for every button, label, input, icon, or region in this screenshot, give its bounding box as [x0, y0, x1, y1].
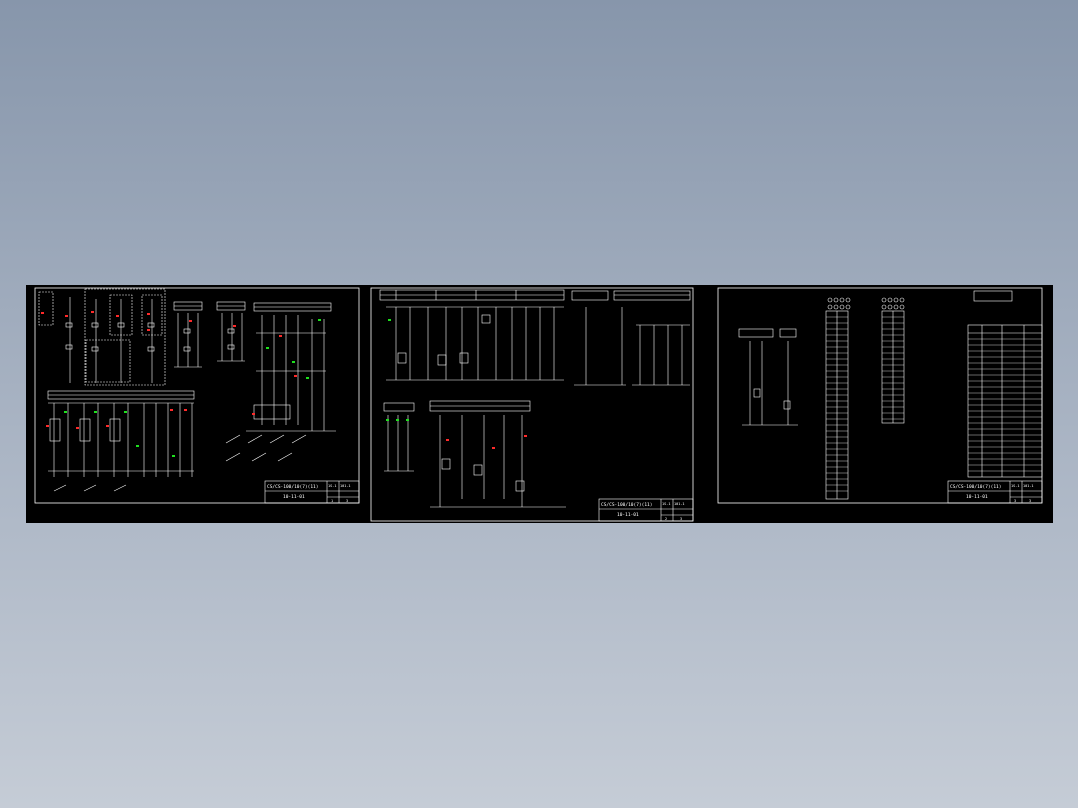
sheet-3-cell-b: 3: [1029, 499, 1031, 503]
sheet-3-label: 1S-1: [1011, 484, 1019, 488]
sheet-1-drawing-no: 10-11-01: [283, 494, 305, 500]
schematic-svg: CS/CS-100/10(7)(11) 10-11-01 1S-1 101-1 …: [34, 287, 1043, 522]
sheet-3-cell-a: 3: [1014, 499, 1016, 503]
sheet-3-drawing-no: 10-11-01: [966, 494, 988, 500]
sheet-1-title: CS/CS-100/10(7)(11): [267, 484, 318, 490]
sheet-1-title-block: CS/CS-100/10(7)(11) 10-11-01 1S-1 101-1 …: [264, 480, 360, 504]
sheet-3-schematic: [738, 290, 1043, 500]
sheet-1-highlights: [41, 311, 321, 457]
sheet-1-border: [34, 287, 360, 504]
sheet-2-cell-b: 3: [680, 517, 682, 521]
sheet-3-title: CS/CS-100/10(7)(11): [950, 484, 1001, 490]
sheet-3-code: 101-1: [1023, 484, 1034, 488]
sheet-1-schematic: [38, 288, 336, 492]
sheet-1[interactable]: CS/CS-100/10(7)(11) 10-11-01 1S-1 101-1 …: [34, 287, 360, 504]
sheet-2-code: 101-1: [674, 502, 685, 506]
sheet-3[interactable]: CS/CS-100/10(7)(11) 10-11-01 1S-1 101-1 …: [717, 287, 1043, 504]
sheet-1-cell-b: 3: [346, 499, 348, 503]
sheet-2-title-block: CS/CS-100/10(7)(11) 10-11-01 1S-1 101-1 …: [598, 498, 694, 522]
sheet-1-code: 101-1: [340, 484, 351, 488]
sheet-2-border: [370, 287, 694, 522]
sheet-3-terminal-rows: [826, 316, 1042, 492]
drawing-canvas[interactable]: CS/CS-100/10(7)(11) 10-11-01 1S-1 101-1 …: [26, 285, 1053, 523]
sheet-2-title: CS/CS-100/10(7)(11): [601, 502, 652, 508]
sheet-2[interactable]: CS/CS-100/10(7)(11) 10-11-01 1S-1 101-1 …: [370, 287, 694, 522]
sheet-2-schematic: [379, 289, 691, 508]
sheet-2-drawing-no: 10-11-01: [617, 512, 639, 518]
sheet-3-border: [717, 287, 1043, 504]
sheet-1-label: 1S-1: [328, 484, 336, 488]
sheet-1-cell-a: 1: [331, 499, 333, 503]
sheet-2-highlights: [386, 319, 527, 449]
sheet-2-cell-a: 2: [665, 517, 667, 521]
sheet-2-label: 1S-1: [662, 502, 670, 506]
sheet-3-title-block: CS/CS-100/10(7)(11) 10-11-01 1S-1 101-1 …: [947, 480, 1043, 504]
